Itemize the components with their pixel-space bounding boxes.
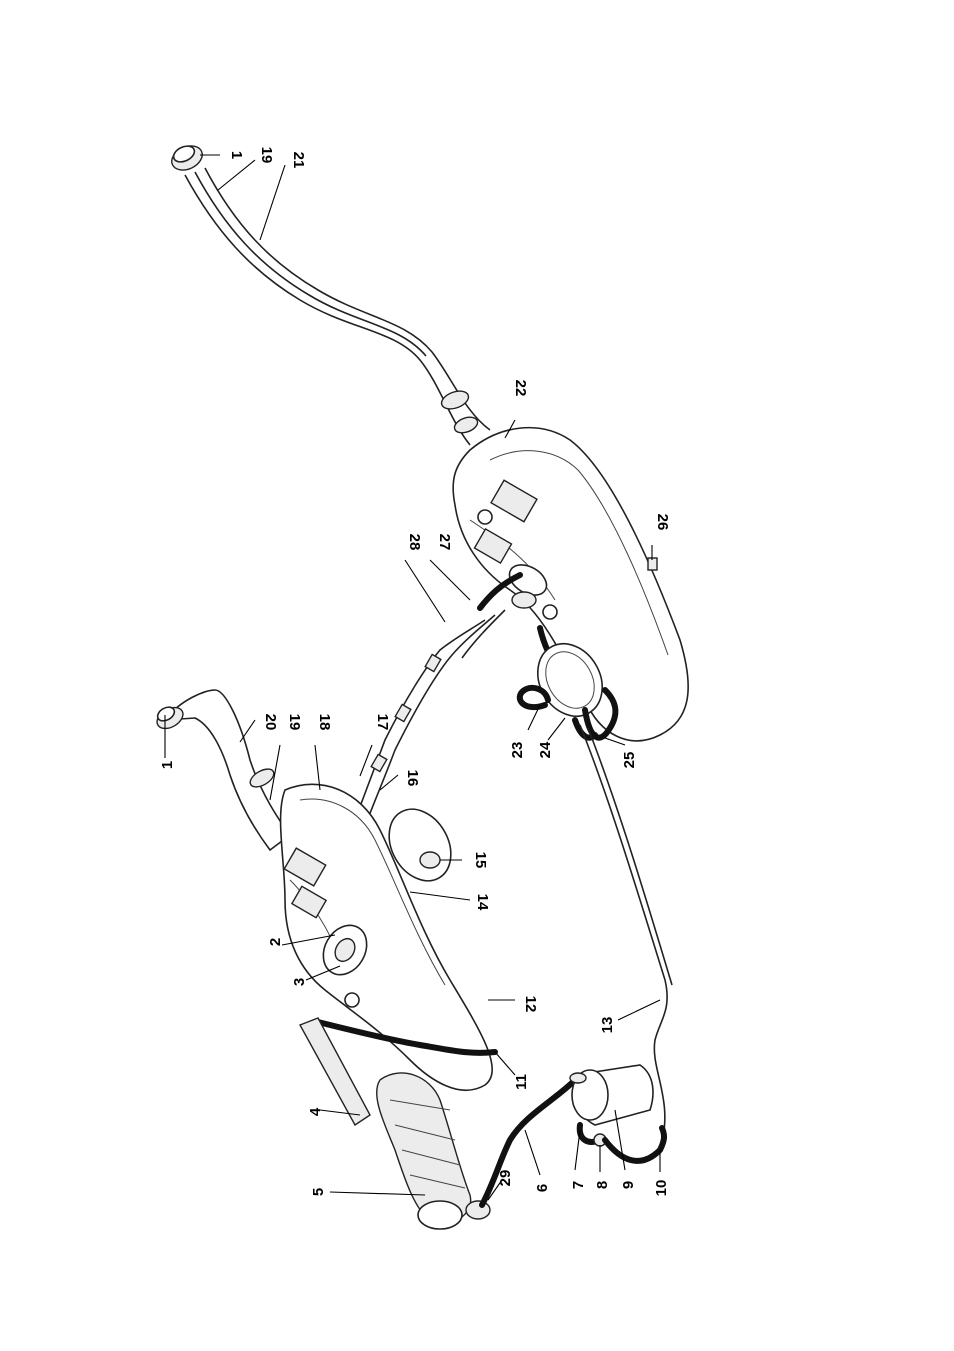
callout-1-upper: 1 xyxy=(228,151,245,159)
callout-14: 14 xyxy=(474,894,491,911)
callout-29: 29 xyxy=(497,1170,514,1187)
callout-16: 16 xyxy=(404,770,421,787)
callout-23: 23 xyxy=(509,742,526,759)
callout-28: 28 xyxy=(406,534,423,551)
callout-9: 9 xyxy=(620,1181,637,1189)
callout-27: 27 xyxy=(436,534,453,551)
callout-6: 6 xyxy=(534,1184,551,1192)
callout-12: 12 xyxy=(522,996,539,1013)
fuel-filter-9 xyxy=(570,1065,653,1125)
callout-24: 24 xyxy=(537,741,554,758)
neck-clamp-upper xyxy=(439,388,480,436)
callout-17: 17 xyxy=(374,714,391,731)
callout-11: 11 xyxy=(513,1074,530,1090)
callout-21: 21 xyxy=(290,152,307,169)
callout-1-lower: 1 xyxy=(159,761,176,769)
callout-7: 7 xyxy=(570,1181,587,1189)
callout-5: 5 xyxy=(310,1188,327,1196)
callout-18: 18 xyxy=(316,714,333,731)
callout-19-lower: 19 xyxy=(286,714,303,731)
callout-10: 10 xyxy=(653,1180,670,1197)
callout-15: 15 xyxy=(472,852,489,869)
upper-fuel-tank-assembly xyxy=(168,141,688,741)
callout-3: 3 xyxy=(291,978,308,986)
callout-8: 8 xyxy=(594,1181,611,1189)
callout-2: 2 xyxy=(267,938,284,946)
callout-19-upper: 19 xyxy=(258,147,275,164)
filler-cap-upper xyxy=(168,141,206,174)
callout-4: 4 xyxy=(307,1107,324,1116)
callout-22: 22 xyxy=(512,380,529,397)
callout-26: 26 xyxy=(654,514,671,531)
callout-13: 13 xyxy=(599,1017,616,1034)
callout-25: 25 xyxy=(621,752,638,769)
filter-housing-5 xyxy=(377,1073,490,1229)
callout-20: 20 xyxy=(262,714,279,731)
